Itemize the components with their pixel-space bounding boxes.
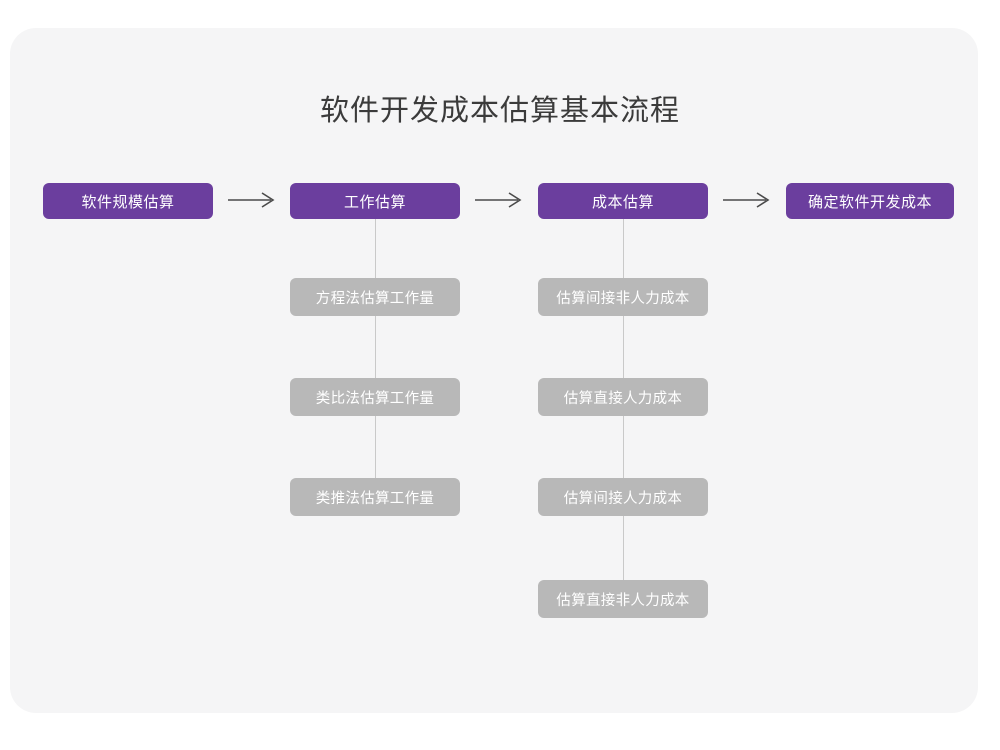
- arrow-right-icon: [475, 190, 525, 210]
- stage-node-software-scale-estimation[interactable]: 软件规模估算: [43, 183, 213, 219]
- stage-node-label: 成本估算: [591, 193, 654, 211]
- sub-node-label: 类比法估算工作量: [315, 390, 435, 407]
- stage-node-label: 工作估算: [343, 193, 406, 211]
- sub-node-label: 估算间接非人力成本: [556, 290, 690, 307]
- sub-node-label: 估算间接人力成本: [563, 490, 683, 507]
- stage-node-label: 软件规模估算: [81, 193, 175, 211]
- stage-node-determine-development-cost[interactable]: 确定软件开发成本: [786, 183, 954, 219]
- sub-node-label: 类推法估算工作量: [315, 490, 435, 507]
- diagram-card: [10, 28, 978, 713]
- sub-node-label: 方程法估算工作量: [315, 290, 435, 307]
- sub-node-indirect-nonlabor-cost[interactable]: 估算间接非人力成本: [538, 278, 708, 316]
- sub-node-indirect-labor-cost[interactable]: 估算间接人力成本: [538, 478, 708, 516]
- connector-line-stage2: [375, 218, 376, 508]
- stage-node-label: 确定软件开发成本: [807, 193, 932, 211]
- sub-node-inference-method-effort[interactable]: 类推法估算工作量: [290, 478, 460, 516]
- sub-node-label: 估算直接人力成本: [563, 390, 683, 407]
- page-title: 软件开发成本估算基本流程: [319, 95, 680, 127]
- sub-node-analogy-method-effort[interactable]: 类比法估算工作量: [290, 378, 460, 416]
- sub-node-direct-labor-cost[interactable]: 估算直接人力成本: [538, 378, 708, 416]
- arrow-right-icon: [723, 190, 773, 210]
- stage-node-effort-estimation[interactable]: 工作估算: [290, 183, 460, 219]
- sub-node-equation-method-effort[interactable]: 方程法估算工作量: [290, 278, 460, 316]
- sub-node-label: 估算直接非人力成本: [556, 592, 690, 609]
- sub-node-direct-nonlabor-cost[interactable]: 估算直接非人力成本: [538, 580, 708, 618]
- arrow-right-icon: [228, 190, 278, 210]
- stage-node-cost-estimation[interactable]: 成本估算: [538, 183, 708, 219]
